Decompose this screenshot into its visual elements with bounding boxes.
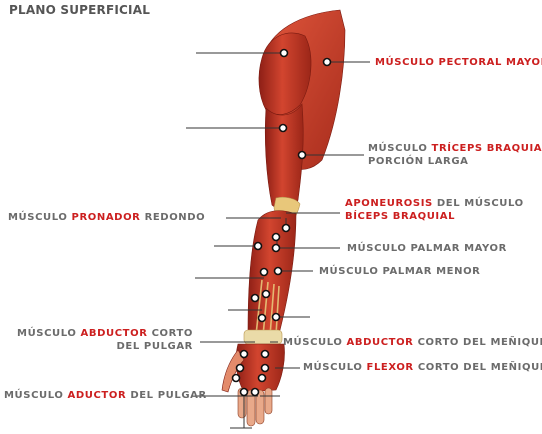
label-text: MÚSCULO xyxy=(368,143,432,154)
label-highlight: TRÍCEPS BRAQUIAL xyxy=(431,143,542,154)
label-text: MÚSCULO PALMAR MENOR xyxy=(319,266,481,277)
label-highlight: FLEXOR xyxy=(366,362,414,373)
label-text: DEL PULGAR xyxy=(126,390,207,401)
label-flexor-menique: MÚSCULO FLEXOR CORTO DEL MEÑIQUE xyxy=(303,361,542,374)
label-highlight: BÍCEPS BRAQUIAL xyxy=(345,211,456,222)
label-text: MÚSCULO xyxy=(283,337,347,348)
label-text: CORTO DEL MEÑIQUE xyxy=(413,362,542,373)
label-text: MÚSCULO xyxy=(17,328,81,339)
label-text: MÚSCULO xyxy=(8,212,72,223)
label-palmar-menor: MÚSCULO PALMAR MENOR xyxy=(319,265,480,278)
label-pectoral-mayor: MÚSCULO PECTORAL MAYOR xyxy=(375,56,542,69)
label-highlight: ABDUCTOR xyxy=(80,328,148,339)
label-highlight: ADUCTOR xyxy=(67,390,127,401)
label-abductor-corto-pulgar: MÚSCULO ABDUCTOR CORTO DEL PULGAR xyxy=(17,327,193,353)
label-palmar-mayor: MÚSCULO PALMAR MAYOR xyxy=(347,242,507,255)
label-text: MÚSCULO xyxy=(4,390,68,401)
label-highlight: PRONADOR xyxy=(71,212,141,223)
label-text: PORCIÓN LARGA xyxy=(368,156,469,167)
label-pronador-redondo: MÚSCULO PRONADOR REDONDO xyxy=(8,211,205,224)
leader-lines xyxy=(186,52,370,429)
label-aponeurosis: APONEUROSIS DEL MÚSCULO BÍCEPS BRAQUIAL xyxy=(345,197,524,223)
label-text: DEL PULGAR xyxy=(116,341,193,352)
label-triceps-braquial: MÚSCULO TRÍCEPS BRAQUIAL PORCIÓN LARGA xyxy=(368,142,542,168)
label-text: MÚSCULO PALMAR MAYOR xyxy=(347,243,507,254)
callout-markers xyxy=(231,48,332,397)
label-highlight: APONEUROSIS xyxy=(345,198,433,209)
label-text: CORTO DEL MEÑIQUE xyxy=(413,337,542,348)
label-text: CORTO xyxy=(147,328,193,339)
label-abductor-menique: MÚSCULO ABDUCTOR CORTO DEL MEÑIQUE xyxy=(283,336,542,349)
label-highlight: ABDUCTOR xyxy=(346,337,414,348)
upper-arm-shape xyxy=(264,103,304,210)
fingers-shape xyxy=(237,387,273,427)
label-text: MÚSCULO xyxy=(303,362,367,373)
diagram-title: PLANO SUPERFICIAL xyxy=(9,3,151,17)
label-aductor-pulgar: MÚSCULO ADUCTOR DEL PULGAR xyxy=(4,389,207,402)
label-text: DEL MÚSCULO xyxy=(432,198,524,209)
label-text: REDONDO xyxy=(140,212,206,223)
label-highlight: MÚSCULO PECTORAL MAYOR xyxy=(375,57,542,68)
